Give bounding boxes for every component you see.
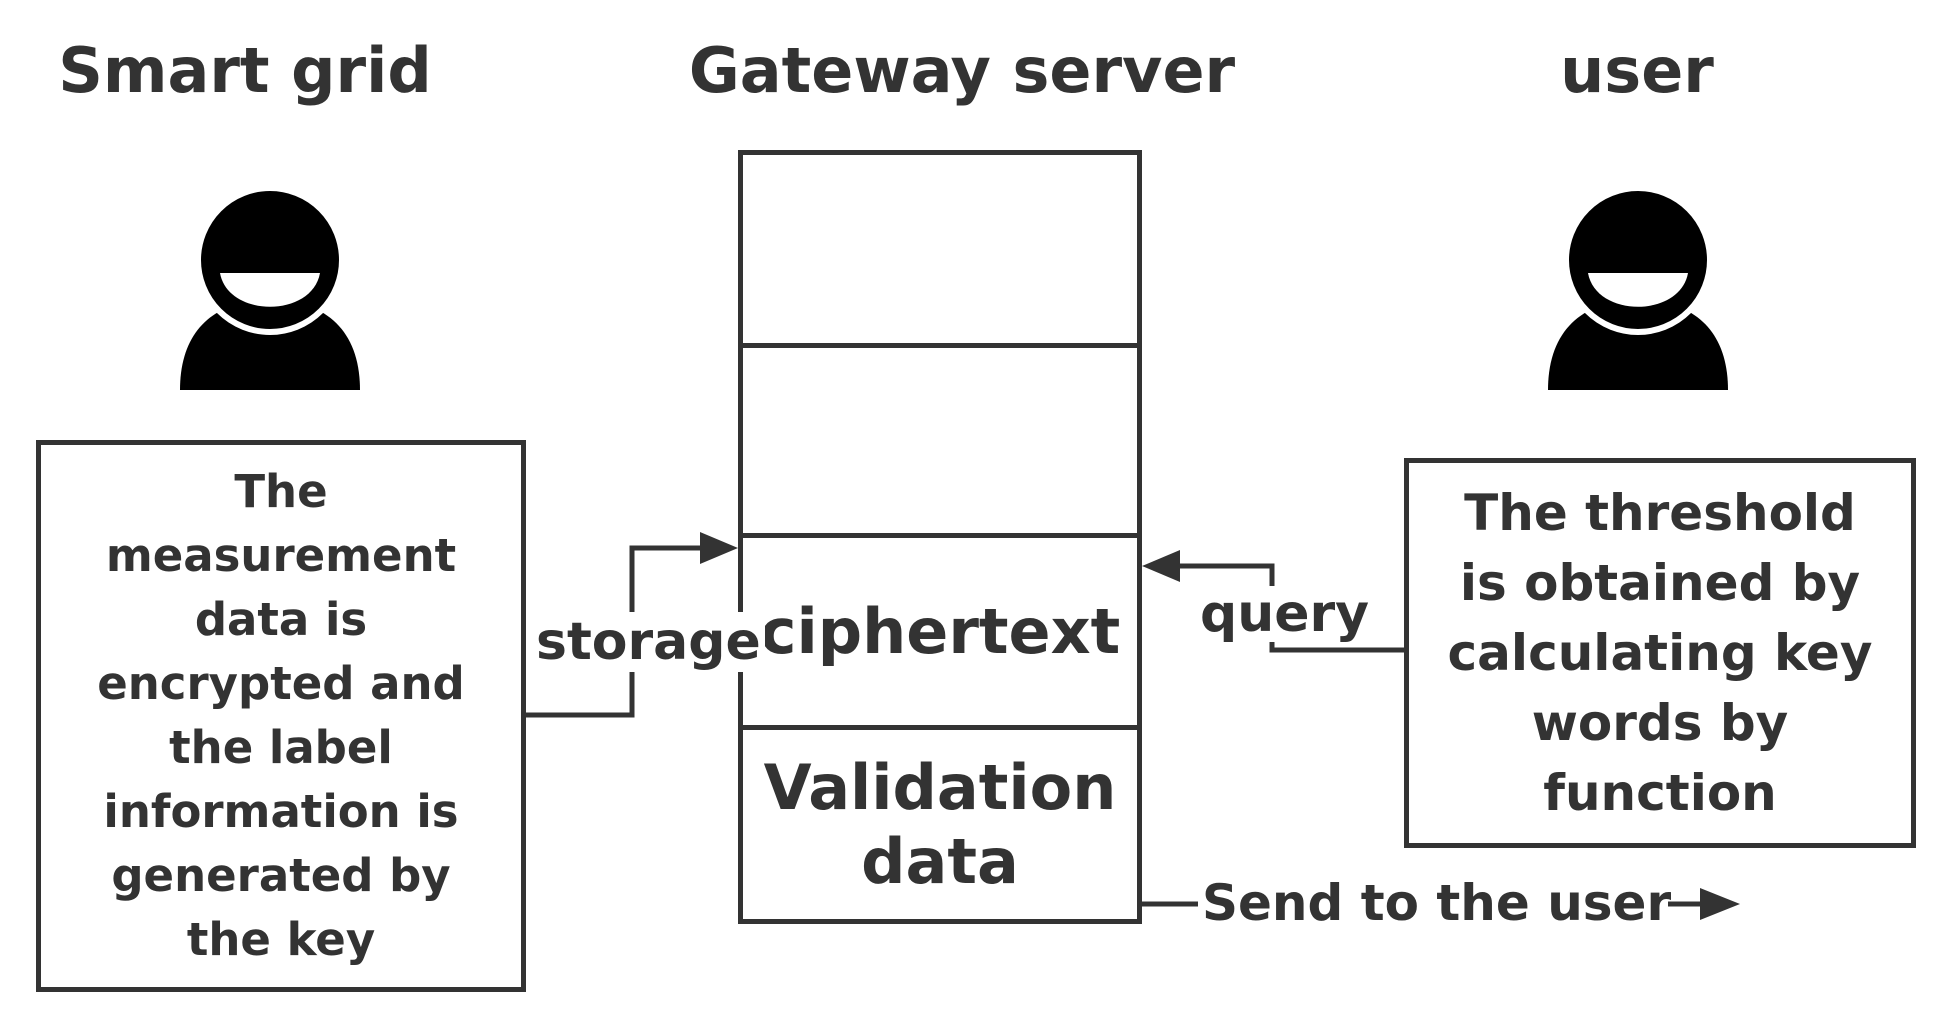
query-label: query xyxy=(1196,586,1374,642)
smart-grid-box: The measurement data is encrypted and th… xyxy=(36,440,526,992)
user-description: The threshold is obtained by calculating… xyxy=(1447,484,1873,822)
user-heading: user xyxy=(1560,34,1714,107)
user-box: The threshold is obtained by calculating… xyxy=(1404,458,1916,848)
smart-grid-heading: Smart grid xyxy=(58,34,432,107)
query-arrowhead xyxy=(1142,550,1180,582)
storage-label: storage xyxy=(532,612,765,672)
send-arrowhead xyxy=(1700,888,1740,920)
gateway-server-heading: Gateway server xyxy=(688,34,1236,107)
server-cell-empty-2 xyxy=(743,343,1137,533)
send-to-user-label: Send to the user xyxy=(1202,874,1672,932)
smart-grid-description: The measurement data is encrypted and th… xyxy=(97,465,465,966)
user-avatar-icon xyxy=(1548,185,1728,390)
ciphertext-cell: ciphertext xyxy=(743,533,1137,725)
smart-grid-avatar-icon xyxy=(180,185,360,390)
storage-arrowhead xyxy=(700,532,738,564)
validation-data-cell: Validation data xyxy=(743,725,1137,919)
gateway-server-stack: ciphertext Validation data xyxy=(738,150,1142,924)
